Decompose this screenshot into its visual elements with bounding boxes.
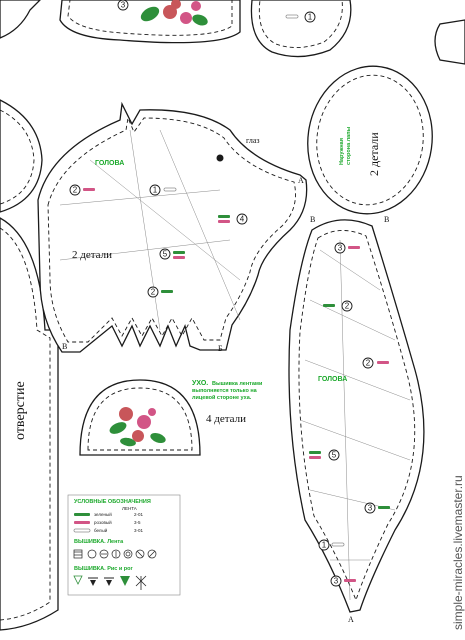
svg-text:1: 1 bbox=[308, 13, 313, 22]
head-title-left: ГОЛОВА bbox=[95, 160, 124, 167]
svg-text:1: 1 bbox=[322, 541, 327, 550]
svg-text:5: 5 bbox=[163, 250, 168, 259]
svg-text:2: 2 bbox=[345, 302, 350, 311]
ear-note-2: выполняется только на bbox=[192, 388, 258, 394]
head-gusset-right bbox=[288, 219, 425, 613]
svg-text:1: 1 bbox=[153, 186, 158, 195]
oval-note-2: сторона лапы bbox=[346, 126, 352, 165]
legend-row-green: зеленый 2-01 bbox=[74, 511, 144, 517]
svg-text:2: 2 bbox=[366, 359, 371, 368]
svg-text:3: 3 bbox=[334, 577, 339, 586]
svg-text:белый: белый bbox=[94, 527, 108, 533]
svg-text:3: 3 bbox=[368, 504, 373, 513]
head-title-right: ГОЛОВА bbox=[318, 376, 347, 383]
svg-text:3-5: 3-5 bbox=[134, 520, 141, 525]
ear-parts: 4 детали bbox=[206, 413, 246, 425]
marker-2: 1 bbox=[285, 11, 316, 23]
legend-row-white: белый 3-01 bbox=[73, 527, 144, 533]
ear-piece bbox=[79, 379, 201, 456]
marker-14: 3 bbox=[330, 575, 356, 587]
head-parts-left: 2 детали bbox=[72, 249, 112, 261]
corner-b: Б bbox=[218, 344, 223, 353]
marker-6: 5 bbox=[159, 248, 185, 260]
eye-label: глаз bbox=[246, 136, 260, 145]
svg-text:3: 3 bbox=[121, 1, 126, 10]
marker-8: 3 bbox=[334, 242, 360, 254]
marker-1: 3 bbox=[117, 0, 129, 11]
svg-text:2: 2 bbox=[73, 186, 78, 195]
watermark: simple-miracles.livemaster.ru bbox=[451, 475, 465, 630]
opening-label: отверстие bbox=[13, 381, 28, 440]
legend-subtitle: ЛЕНТА bbox=[122, 506, 137, 511]
marker-13: 1 bbox=[318, 539, 345, 551]
head-piece-left bbox=[37, 101, 308, 353]
marker-9: 2 bbox=[323, 300, 353, 312]
marker-3: 2 bbox=[69, 184, 95, 196]
corner-a2: А bbox=[348, 615, 354, 624]
paw-oval-piece bbox=[307, 65, 433, 215]
marker-11: 5 bbox=[309, 449, 340, 461]
marker-7: 2 bbox=[147, 286, 173, 298]
marker-12: 3 bbox=[364, 502, 390, 514]
svg-text:2: 2 bbox=[151, 288, 156, 297]
legend-stitch-title: ВЫШИВКА. Лента bbox=[74, 539, 124, 545]
left-body-piece bbox=[0, 217, 59, 631]
eye-mark bbox=[216, 154, 224, 162]
legend-title: УСЛОВНЫЕ ОБОЗНАЧЕНИЯ bbox=[74, 499, 151, 505]
right-edge-piece bbox=[434, 19, 465, 65]
legend-stitch-icons-2 bbox=[73, 575, 147, 590]
rose-embroidery-ear bbox=[109, 407, 166, 447]
left-edge-piece-mid bbox=[0, 99, 43, 213]
ear-title: УХО. bbox=[192, 380, 208, 387]
svg-text:4: 4 bbox=[240, 215, 245, 224]
svg-text:3-01: 3-01 bbox=[134, 528, 144, 533]
svg-text:5: 5 bbox=[332, 451, 337, 460]
legend-stitch-icons bbox=[73, 549, 157, 559]
legend-stitch-title-2: ВЫШИВКА. Рис и рог bbox=[74, 566, 133, 572]
legend-box: УСЛОВНЫЕ ОБОЗНАЧЕНИЯ ЛЕНТА зеленый 2-01 … bbox=[67, 494, 181, 596]
legend-row-pink: розовый 3-5 bbox=[74, 519, 141, 525]
rose-embroidery-top bbox=[140, 0, 208, 26]
marker-4: 1 bbox=[149, 184, 177, 196]
svg-text:3: 3 bbox=[338, 244, 343, 253]
ear-note-3: лицевой стороне уха. bbox=[192, 394, 252, 401]
svg-text:2-01: 2-01 bbox=[134, 512, 144, 517]
top-right-piece bbox=[250, 0, 352, 58]
svg-text:розовый: розовый bbox=[94, 519, 112, 525]
oval-note-1: Наружная bbox=[339, 138, 345, 165]
corner-v3: В bbox=[384, 215, 389, 224]
svg-text:зеленый: зеленый bbox=[94, 511, 112, 517]
marker-5: 4 bbox=[218, 213, 248, 225]
ear-note-1: Вышивка лентами bbox=[212, 381, 262, 387]
left-edge-piece-top bbox=[0, 0, 41, 39]
oval-parts: 2 детали bbox=[367, 132, 381, 176]
marker-10: 2 bbox=[362, 357, 389, 369]
top-left-piece bbox=[59, 0, 241, 44]
corner-a: А bbox=[298, 176, 304, 185]
corner-v2: В bbox=[310, 215, 315, 224]
corner-v: В bbox=[62, 342, 67, 351]
